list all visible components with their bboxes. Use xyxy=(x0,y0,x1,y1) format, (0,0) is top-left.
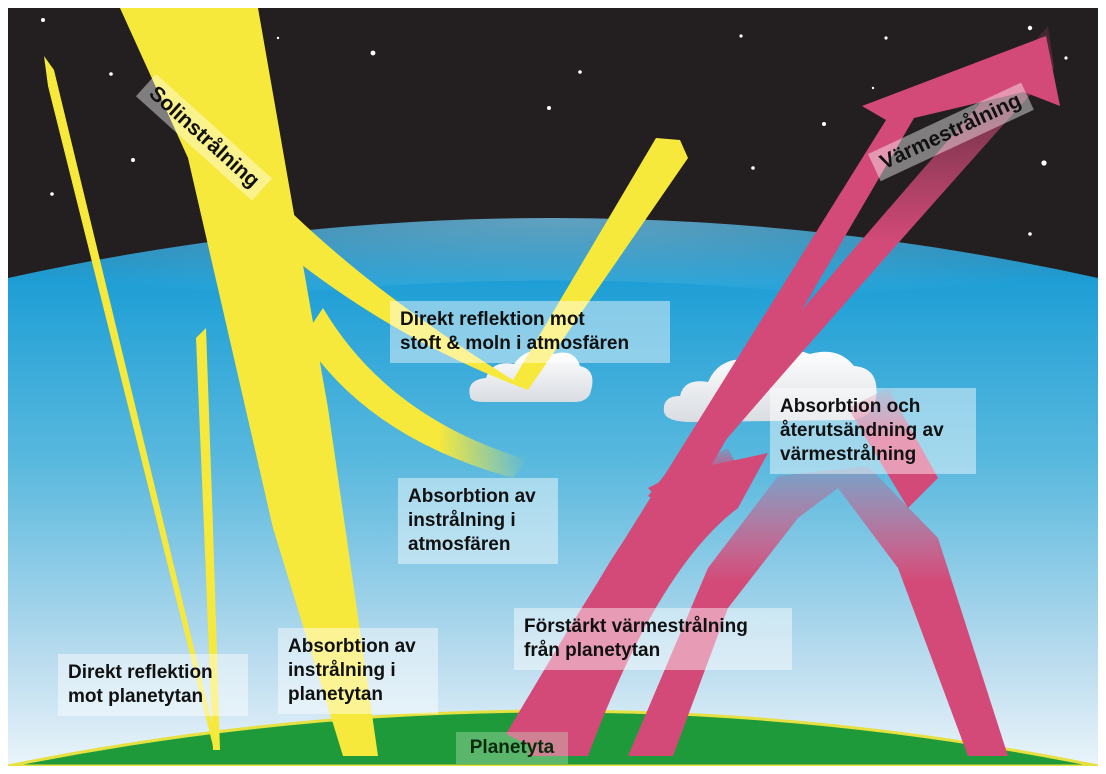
label-planet-surface: Planetyta xyxy=(456,732,568,764)
label-absorption-reemission: Absorbtion och återutsändning av värmest… xyxy=(770,388,976,474)
greenhouse-diagram xyxy=(8,8,1098,766)
solar-radiation xyxy=(44,8,688,756)
label-amplified-heat: Förstärkt värmestrålning från planetytan xyxy=(514,608,792,670)
label-absorption-atmosphere: Absorbtion av instrålning i atmosfären xyxy=(398,478,558,564)
label-reflection-surface: Direkt reflektion mot planetytan xyxy=(58,654,248,716)
label-reflection-atmosphere: Direkt reflektion mot stoft & moln i atm… xyxy=(390,301,670,363)
heat-radiation xyxy=(506,26,1060,756)
diagram-frame: Solinstrålning Värmestrålning Direkt ref… xyxy=(8,8,1098,766)
label-absorption-surface: Absorbtion av instrålning i planetytan xyxy=(278,628,438,714)
